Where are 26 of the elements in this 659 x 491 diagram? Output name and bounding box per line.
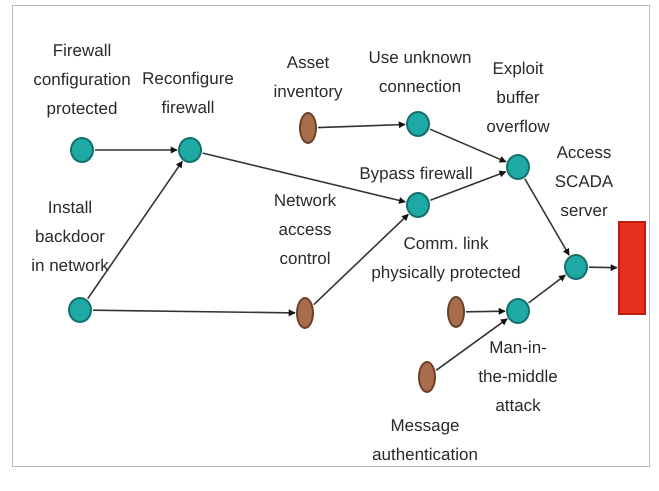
step-label: Man-in-the-middle attack: [477, 337, 559, 417]
step-label: Exploit buffer overflow: [485, 58, 551, 138]
step-label: Access SCADA server: [554, 142, 614, 222]
arrow: [588, 264, 618, 272]
arrow: [318, 121, 406, 128]
arrow: [436, 318, 508, 371]
arrow: [430, 170, 506, 202]
step-label: Asset inventory: [272, 52, 344, 103]
step-label: Use unknown connection: [367, 47, 472, 98]
step-label: Install backdoor in network: [30, 197, 110, 277]
step-label: Message authentication: [371, 415, 479, 466]
step-label: Bypass firewall: [358, 163, 474, 185]
arrow: [202, 152, 406, 204]
step-label: Firewall configuration protected: [32, 40, 132, 120]
arrow: [430, 128, 507, 163]
step-label: Comm. link physically protected: [370, 233, 522, 284]
step-label: Reconfigure firewall: [141, 68, 235, 119]
step-label: Network access control: [272, 190, 338, 270]
arrow: [92, 309, 296, 316]
arrow: [313, 214, 409, 306]
target-block: [618, 221, 646, 315]
arrow: [528, 274, 566, 304]
arrow: [524, 178, 570, 256]
arrow: [95, 146, 178, 154]
arrow: [87, 160, 183, 300]
arrow: [466, 308, 506, 315]
